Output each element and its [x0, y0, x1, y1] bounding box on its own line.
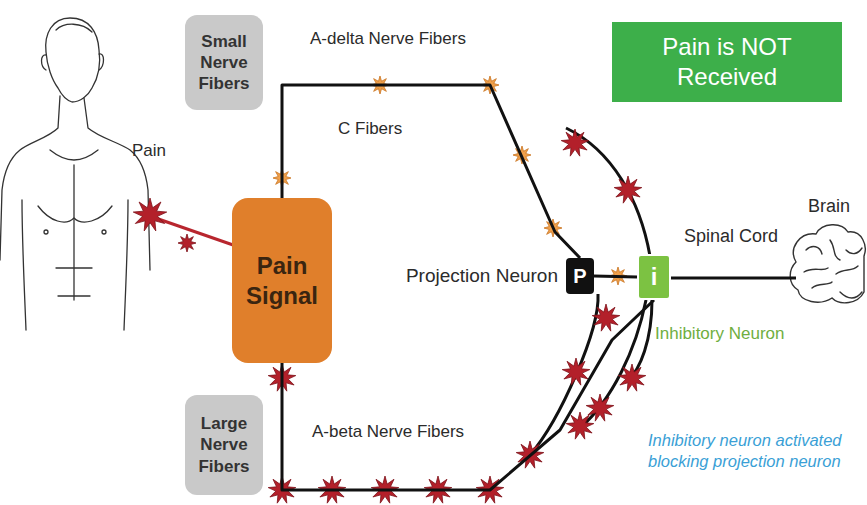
node-text: Pain Signal	[236, 251, 328, 311]
fiber-group-box: Small Nerve Fibers	[185, 15, 263, 110]
brain-icon	[790, 225, 865, 303]
inhibitory-neuron-box: i	[637, 254, 671, 300]
fiber-group-box: Large Nerve Fibers	[185, 395, 263, 495]
signal-star	[561, 129, 589, 156]
projection-neuron-box: P	[566, 258, 594, 294]
signal-star	[178, 234, 196, 252]
signal-star	[562, 358, 590, 385]
pain-label: Pain	[132, 140, 166, 162]
signal-star	[566, 412, 594, 439]
node-text: i	[643, 262, 665, 292]
neuron-label: Projection Neuron	[406, 264, 558, 289]
node-text: P	[570, 264, 590, 289]
neuron-label: Inhibitory Neuron	[655, 323, 784, 345]
spinal-cord-label: Spinal Cord	[684, 225, 778, 248]
nerve-fiber-line	[594, 276, 637, 277]
brain-label: Brain	[808, 195, 850, 218]
status-banner: Pain is NOT Received	[612, 22, 842, 102]
signal-star	[618, 364, 646, 391]
node-text: Small Nerve Fibers	[189, 31, 259, 95]
signal-star	[586, 394, 614, 421]
signal-box: Pain Signal	[232, 198, 332, 363]
fiber-label: A-beta Nerve Fibers	[312, 421, 464, 443]
signal-star	[133, 198, 166, 231]
node-text: Pain is NOT Received	[616, 32, 838, 92]
note-text: Inhibitory neuron activated blocking pro…	[648, 430, 860, 473]
node-text: Large Nerve Fibers	[189, 413, 259, 477]
fiber-label: A-delta Nerve Fibers	[310, 28, 466, 50]
nerve-fiber-line	[282, 300, 654, 490]
signal-star	[592, 304, 620, 331]
fiber-label: C Fibers	[338, 118, 402, 140]
signal-star	[614, 176, 642, 203]
fiber-stars	[133, 76, 646, 503]
human-torso	[0, 18, 150, 330]
